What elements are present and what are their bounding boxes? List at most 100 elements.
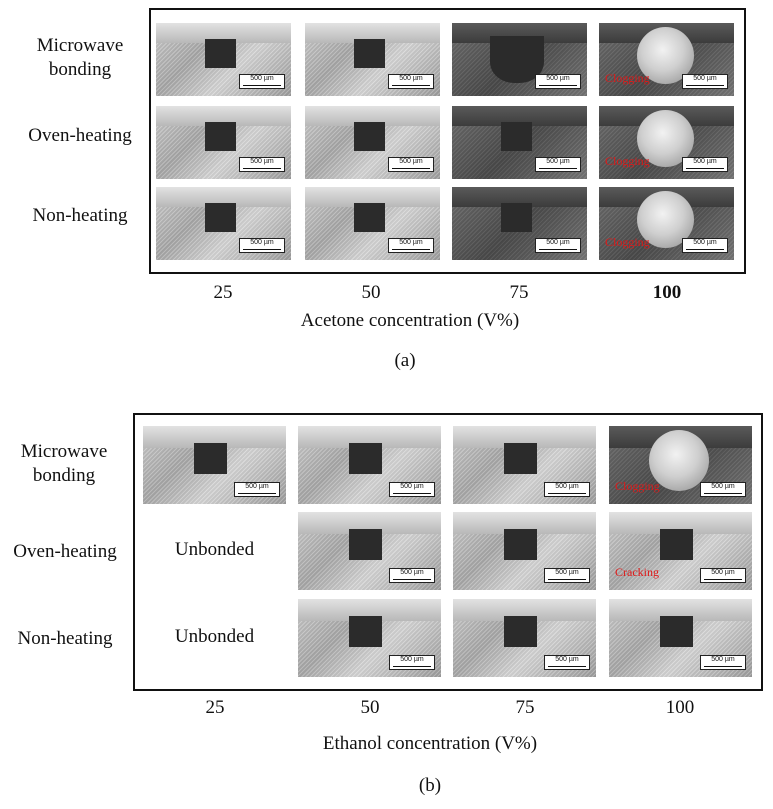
- microchannel: [660, 529, 693, 560]
- scale-bar: 500 µm: [388, 238, 434, 253]
- microchannel: [205, 122, 236, 151]
- scale-bar: 500 µm: [544, 655, 590, 670]
- micrograph-panel-a-r2-c1: 500 µm: [305, 187, 440, 260]
- scale-bar: 500 µm: [388, 157, 434, 172]
- defect-tag: Clogging: [605, 71, 650, 85]
- cover-layer: [453, 599, 596, 621]
- scale-bar: 500 µm: [682, 238, 728, 253]
- cover-layer: [156, 106, 291, 126]
- micrograph-panel-a-r2-c0: 500 µm: [156, 187, 291, 260]
- scale-bar: 500 µm: [700, 568, 746, 583]
- scale-bar: 500 µm: [535, 74, 581, 89]
- scale-bar: 500 µm: [239, 74, 285, 89]
- cover-layer: [143, 426, 286, 448]
- panel-b-row-label-non: Non-heating: [17, 628, 113, 649]
- microchannel: [349, 616, 382, 647]
- microchannel: [354, 122, 385, 151]
- scale-bar: 500 µm: [535, 157, 581, 172]
- clog-blob: [649, 430, 709, 491]
- microchannel: [354, 39, 385, 68]
- micrograph-panel-b-r2-c2: 500 µm: [453, 599, 596, 677]
- scale-bar: 500 µm: [682, 74, 728, 89]
- cover-layer: [609, 512, 752, 534]
- defect-tag: Clogging: [605, 235, 650, 249]
- cover-layer: [156, 187, 291, 207]
- micrograph-panel-b-r0-c2: 500 µm: [453, 426, 596, 504]
- microchannel: [504, 616, 537, 647]
- panel-a-row-label-oven: Oven-heating: [28, 125, 132, 146]
- panel-b-axis-title: Ethanol concentration (V%): [322, 733, 538, 754]
- microchannel: [205, 39, 236, 68]
- cover-layer: [305, 23, 440, 43]
- micrograph-panel-b-r1-c2: 500 µm: [453, 512, 596, 590]
- microchannel: [660, 616, 693, 647]
- cover-layer: [298, 599, 441, 621]
- microchannel: [349, 529, 382, 560]
- cover-layer: [453, 512, 596, 534]
- micrograph-panel-a-r0-c3: 500 µm Clogging: [599, 23, 734, 96]
- cover-layer: [452, 106, 587, 126]
- micrograph-panel-b-r0-c1: 500 µm: [298, 426, 441, 504]
- defect-tag: Cracking: [615, 565, 659, 579]
- unbonded-label: Unbonded: [174, 626, 255, 647]
- micrograph-panel-b-r2-c1: 500 µm: [298, 599, 441, 677]
- panel-a-col-label-25: 25: [213, 282, 233, 303]
- microchannel: [205, 203, 236, 232]
- panel-a-col-label-75: 75: [509, 282, 529, 303]
- microchannel: [194, 443, 227, 474]
- micrograph-panel-a-r1-c2: 500 µm: [452, 106, 587, 179]
- microchannel: [501, 203, 532, 232]
- panel-a-col-label-100: 100: [652, 282, 682, 303]
- panel-a-col-label-50: 50: [361, 282, 381, 303]
- micrograph-panel-a-r1-c0: 500 µm: [156, 106, 291, 179]
- scale-bar: 500 µm: [234, 482, 280, 497]
- scale-bar: 500 µm: [700, 655, 746, 670]
- cover-layer: [298, 512, 441, 534]
- cover-layer: [305, 187, 440, 207]
- panel-a-frame: [149, 8, 746, 274]
- microchannel: [504, 443, 537, 474]
- cover-layer: [452, 187, 587, 207]
- scale-bar: 500 µm: [535, 238, 581, 253]
- micrograph-panel-a-r0-c2: 500 µm: [452, 23, 587, 96]
- scale-bar: 500 µm: [389, 482, 435, 497]
- micrograph-panel-b-r1-c1: 500 µm: [298, 512, 441, 590]
- panel-b-label: (b): [418, 775, 442, 796]
- panel-b-col-label-100: 100: [665, 697, 695, 718]
- defect-tag: Clogging: [615, 479, 660, 493]
- cover-layer: [609, 599, 752, 621]
- micrograph-panel-a-r2-c3: 500 µm Clogging: [599, 187, 734, 260]
- scale-bar: 500 µm: [239, 238, 285, 253]
- microchannel: [504, 529, 537, 560]
- scale-bar: 500 µm: [544, 568, 590, 583]
- micrograph-panel-a-r0-c1: 500 µm: [305, 23, 440, 96]
- scale-bar: 500 µm: [388, 74, 434, 89]
- micrograph-panel-b-r0-c0: 500 µm: [143, 426, 286, 504]
- scale-bar: 500 µm: [239, 157, 285, 172]
- panel-b-col-label-50: 50: [360, 697, 380, 718]
- defect-tag: Clogging: [605, 154, 650, 168]
- scale-bar: 500 µm: [389, 655, 435, 670]
- panel-b-col-label-75: 75: [515, 697, 535, 718]
- panel-a-axis-title: Acetone concentration (V%): [300, 310, 520, 331]
- scale-bar: 500 µm: [544, 482, 590, 497]
- scale-bar: 500 µm: [682, 157, 728, 172]
- cover-layer: [452, 23, 587, 43]
- micrograph-panel-a-r1-c3: 500 µm Clogging: [599, 106, 734, 179]
- cover-layer: [298, 426, 441, 448]
- panel-b-row-label-microwave: Microwave bonding: [20, 441, 108, 486]
- microchannel: [349, 443, 382, 474]
- micrograph-panel-a-r0-c0: 500 µm: [156, 23, 291, 96]
- microchannel: [354, 203, 385, 232]
- cover-layer: [453, 426, 596, 448]
- microchannel: [501, 122, 532, 151]
- micrograph-panel-b-r1-c3: 500 µm Cracking: [609, 512, 752, 590]
- panel-a-row-label-microwave: Microwave bonding: [36, 35, 124, 80]
- micrograph-panel-a-r1-c1: 500 µm: [305, 106, 440, 179]
- panel-b-frame: [133, 413, 763, 691]
- cover-layer: [156, 23, 291, 43]
- panel-a-label: (a): [394, 350, 416, 371]
- scale-bar: 500 µm: [389, 568, 435, 583]
- panel-a-row-label-non: Non-heating: [32, 205, 128, 226]
